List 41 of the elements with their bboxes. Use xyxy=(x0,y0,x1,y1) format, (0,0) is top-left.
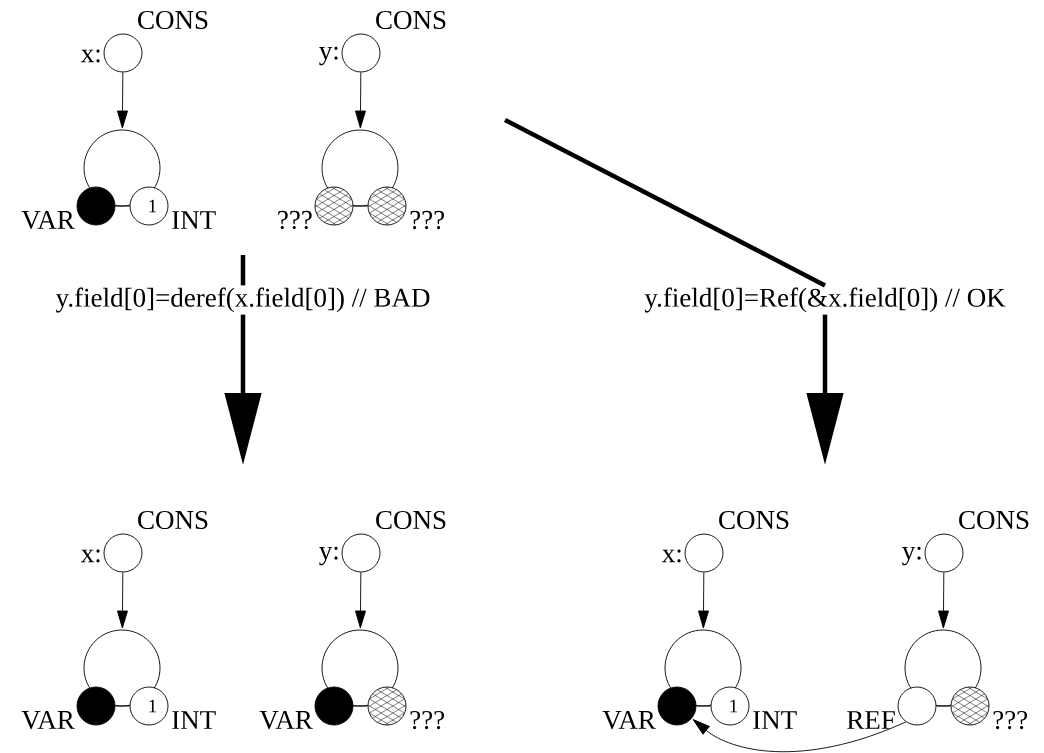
type-label: CONS xyxy=(959,510,1029,530)
type-label: VAR xyxy=(21,210,75,230)
variable-label: y: xyxy=(319,46,338,66)
thick-line xyxy=(503,118,827,288)
type-label: CONS xyxy=(138,10,208,30)
type-label: INT xyxy=(172,211,216,229)
variable-label: y: xyxy=(902,546,921,566)
type-label: CONS xyxy=(376,510,446,530)
arrow xyxy=(938,572,949,629)
variable-label: x: xyxy=(662,549,681,563)
variable-label: x: xyxy=(81,49,100,63)
type-label: ??? xyxy=(410,210,445,230)
arrow xyxy=(117,72,128,129)
arrow xyxy=(698,572,709,629)
connector-line xyxy=(353,205,368,207)
statement-text: y.field[0]=Ref(&x.field[0]) // OK xyxy=(644,287,1006,313)
arrow xyxy=(355,72,366,129)
connector-line xyxy=(696,705,711,707)
connector-line xyxy=(115,205,130,207)
connector-line xyxy=(115,705,130,707)
type-label: VAR xyxy=(21,710,75,730)
type-label: INT xyxy=(753,711,797,729)
statement-text: y.field[0]=deref(x.field[0]) // BAD xyxy=(55,287,430,313)
type-label: ??? xyxy=(993,710,1028,730)
type-label: CONS xyxy=(719,510,789,530)
type-label: INT xyxy=(172,711,216,729)
arrow xyxy=(692,719,907,752)
variable-label: x: xyxy=(81,549,100,563)
type-label: ??? xyxy=(278,210,312,230)
arrow xyxy=(355,572,366,629)
type-label: VAR xyxy=(602,710,656,730)
arrow xyxy=(117,572,128,629)
type-label: CONS xyxy=(376,10,446,30)
type-label: VAR xyxy=(259,710,313,730)
type-label: ??? xyxy=(410,710,445,730)
thick-line xyxy=(240,255,246,286)
connector-line xyxy=(353,705,368,707)
variable-label: y: xyxy=(319,546,338,566)
type-label: CONS xyxy=(138,510,208,530)
type-label: REF xyxy=(847,711,895,729)
connector-line xyxy=(936,705,951,707)
